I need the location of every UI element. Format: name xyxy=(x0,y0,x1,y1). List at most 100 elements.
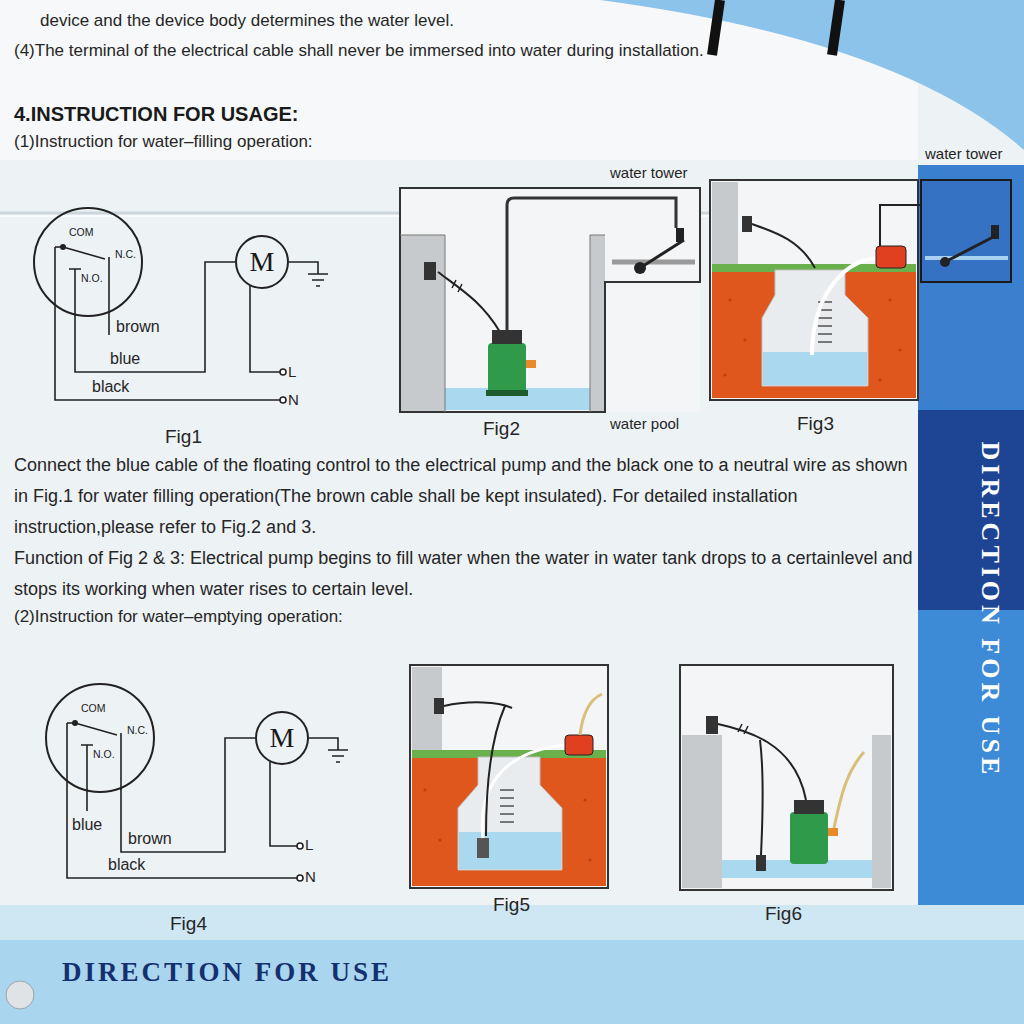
fig5-illustration-part xyxy=(423,788,591,861)
fig2-illustration-part xyxy=(634,262,646,274)
fig5-illustration-part-part xyxy=(423,788,426,791)
fig6-illustration-part xyxy=(756,855,766,871)
figure-number: Fig2 xyxy=(483,418,520,440)
fig2-illustration-part xyxy=(438,272,500,332)
contact-label: N.C. xyxy=(127,725,148,737)
fig5-illustration-part-part xyxy=(438,838,441,841)
wire-color-label: brown xyxy=(128,830,172,848)
fig2-illustration xyxy=(400,188,700,412)
fig2-illustration-part xyxy=(400,235,445,412)
fig3-illustration-part xyxy=(945,236,995,262)
text-line: (2)Instruction for water–emptying operat… xyxy=(14,607,343,627)
terminal-label: L xyxy=(288,363,296,380)
side-banner-text: DIRECTION FOR USE xyxy=(975,442,1005,779)
fig3-illustration-part-part xyxy=(723,373,726,376)
terminal-label: N xyxy=(305,868,316,885)
fig6-illustration-part xyxy=(790,812,828,864)
fig2-illustration-part xyxy=(445,388,590,410)
fig5-illustration-part-part xyxy=(588,858,591,861)
fig3-illustration-part xyxy=(925,256,1008,260)
figure-number: Fig5 xyxy=(493,894,530,916)
text-line: (1)Instruction for water–filling operati… xyxy=(14,132,313,152)
fig6-illustration xyxy=(680,665,893,890)
fig3-illustration-part-part xyxy=(878,378,881,381)
fig5-illustration-part xyxy=(410,665,608,888)
fig3-illustration-part xyxy=(812,258,876,355)
circuit-wires-part xyxy=(55,247,280,400)
page-ground-part xyxy=(918,165,1024,410)
fig3-illustration-part xyxy=(921,180,1011,282)
wire-connector xyxy=(75,262,235,372)
figure-number: Fig6 xyxy=(765,903,802,925)
fig6-illustration-part xyxy=(680,665,893,890)
fig6-illustration-part xyxy=(718,724,806,855)
wire-color-label: brown xyxy=(116,318,160,336)
contact-label: N.O. xyxy=(93,749,115,761)
circuit-wires-part xyxy=(309,738,348,762)
contact-label: N.C. xyxy=(115,249,136,261)
contact-label: COM xyxy=(81,703,106,715)
fig2-illustration-part xyxy=(400,235,605,412)
page-ground-part xyxy=(712,0,720,55)
page-ground-part xyxy=(832,0,840,55)
fig3-illustration-part xyxy=(763,352,867,385)
fig3-illustration xyxy=(710,180,1011,400)
page-ground-part xyxy=(918,410,1024,610)
fig6-illustration-part xyxy=(706,716,718,734)
fig3-illustration-part xyxy=(876,246,906,268)
fig2-illustration-part xyxy=(452,280,462,292)
figure-callout: water pool xyxy=(610,415,679,432)
figure-number: Fig3 xyxy=(797,413,834,435)
fig2-illustration-part xyxy=(640,240,684,268)
fig5-illustration-part xyxy=(477,838,489,858)
fig6-illustration-part xyxy=(828,828,838,836)
page-ground-part xyxy=(918,610,1024,945)
circuit-wires-part xyxy=(280,369,286,375)
fig2-illustration-part xyxy=(400,188,700,412)
wire-color-label: black xyxy=(108,856,145,874)
fig5-illustration-part xyxy=(444,702,512,836)
fig3-illustration-part-part xyxy=(898,348,901,351)
fig5-illustration-part-part xyxy=(583,798,586,801)
fig3-illustration-part xyxy=(940,257,950,267)
fig3-illustration-part xyxy=(712,182,738,268)
wire-color-label: blue xyxy=(110,350,140,368)
section-heading: 4.INSTRUCTION FOR USAGE: xyxy=(14,103,298,126)
contact-label: COM xyxy=(69,227,94,239)
fig2-illustration-part xyxy=(486,390,528,396)
figure-number: Fig4 xyxy=(170,913,207,935)
figure-callout: water tower xyxy=(925,145,1003,162)
contact-label: N.O. xyxy=(81,273,103,285)
fig5-illustration xyxy=(410,665,608,888)
text-line: device and the device body determines th… xyxy=(40,11,454,31)
fig5-illustration-part xyxy=(458,757,562,870)
page-ground-part xyxy=(0,940,1024,1024)
figure-callout: water tower xyxy=(610,164,688,181)
figure-number: Fig1 xyxy=(165,426,202,448)
fig5-illustration-part xyxy=(412,757,606,886)
motor-symbol: M xyxy=(235,235,289,289)
switch-contacts-part xyxy=(120,733,122,790)
float-switch-circle: COM N.O. N.C. xyxy=(45,683,155,793)
fig3-illustration-part xyxy=(752,224,815,268)
wire-color-label: blue xyxy=(72,816,102,834)
fig5-illustration-part xyxy=(580,694,602,735)
circuit-wires-part xyxy=(289,262,328,286)
switch-contacts-part xyxy=(75,723,117,735)
motor-symbol: M xyxy=(255,711,309,765)
fig2-illustration-part xyxy=(526,360,536,368)
page-ground-part xyxy=(6,981,34,1009)
circuit-wires-part xyxy=(250,286,280,372)
circuit-wires-part xyxy=(297,843,303,849)
circuit-wires-part xyxy=(270,762,297,846)
switch-contacts-part xyxy=(63,247,105,259)
footer-banner-text: DIRECTION FOR USE xyxy=(62,957,392,988)
fig2-illustration-part xyxy=(590,235,605,412)
circuit-wires-part xyxy=(67,723,297,878)
fig6-illustration-part xyxy=(738,724,748,734)
fig3-illustration-part-part xyxy=(743,338,746,341)
